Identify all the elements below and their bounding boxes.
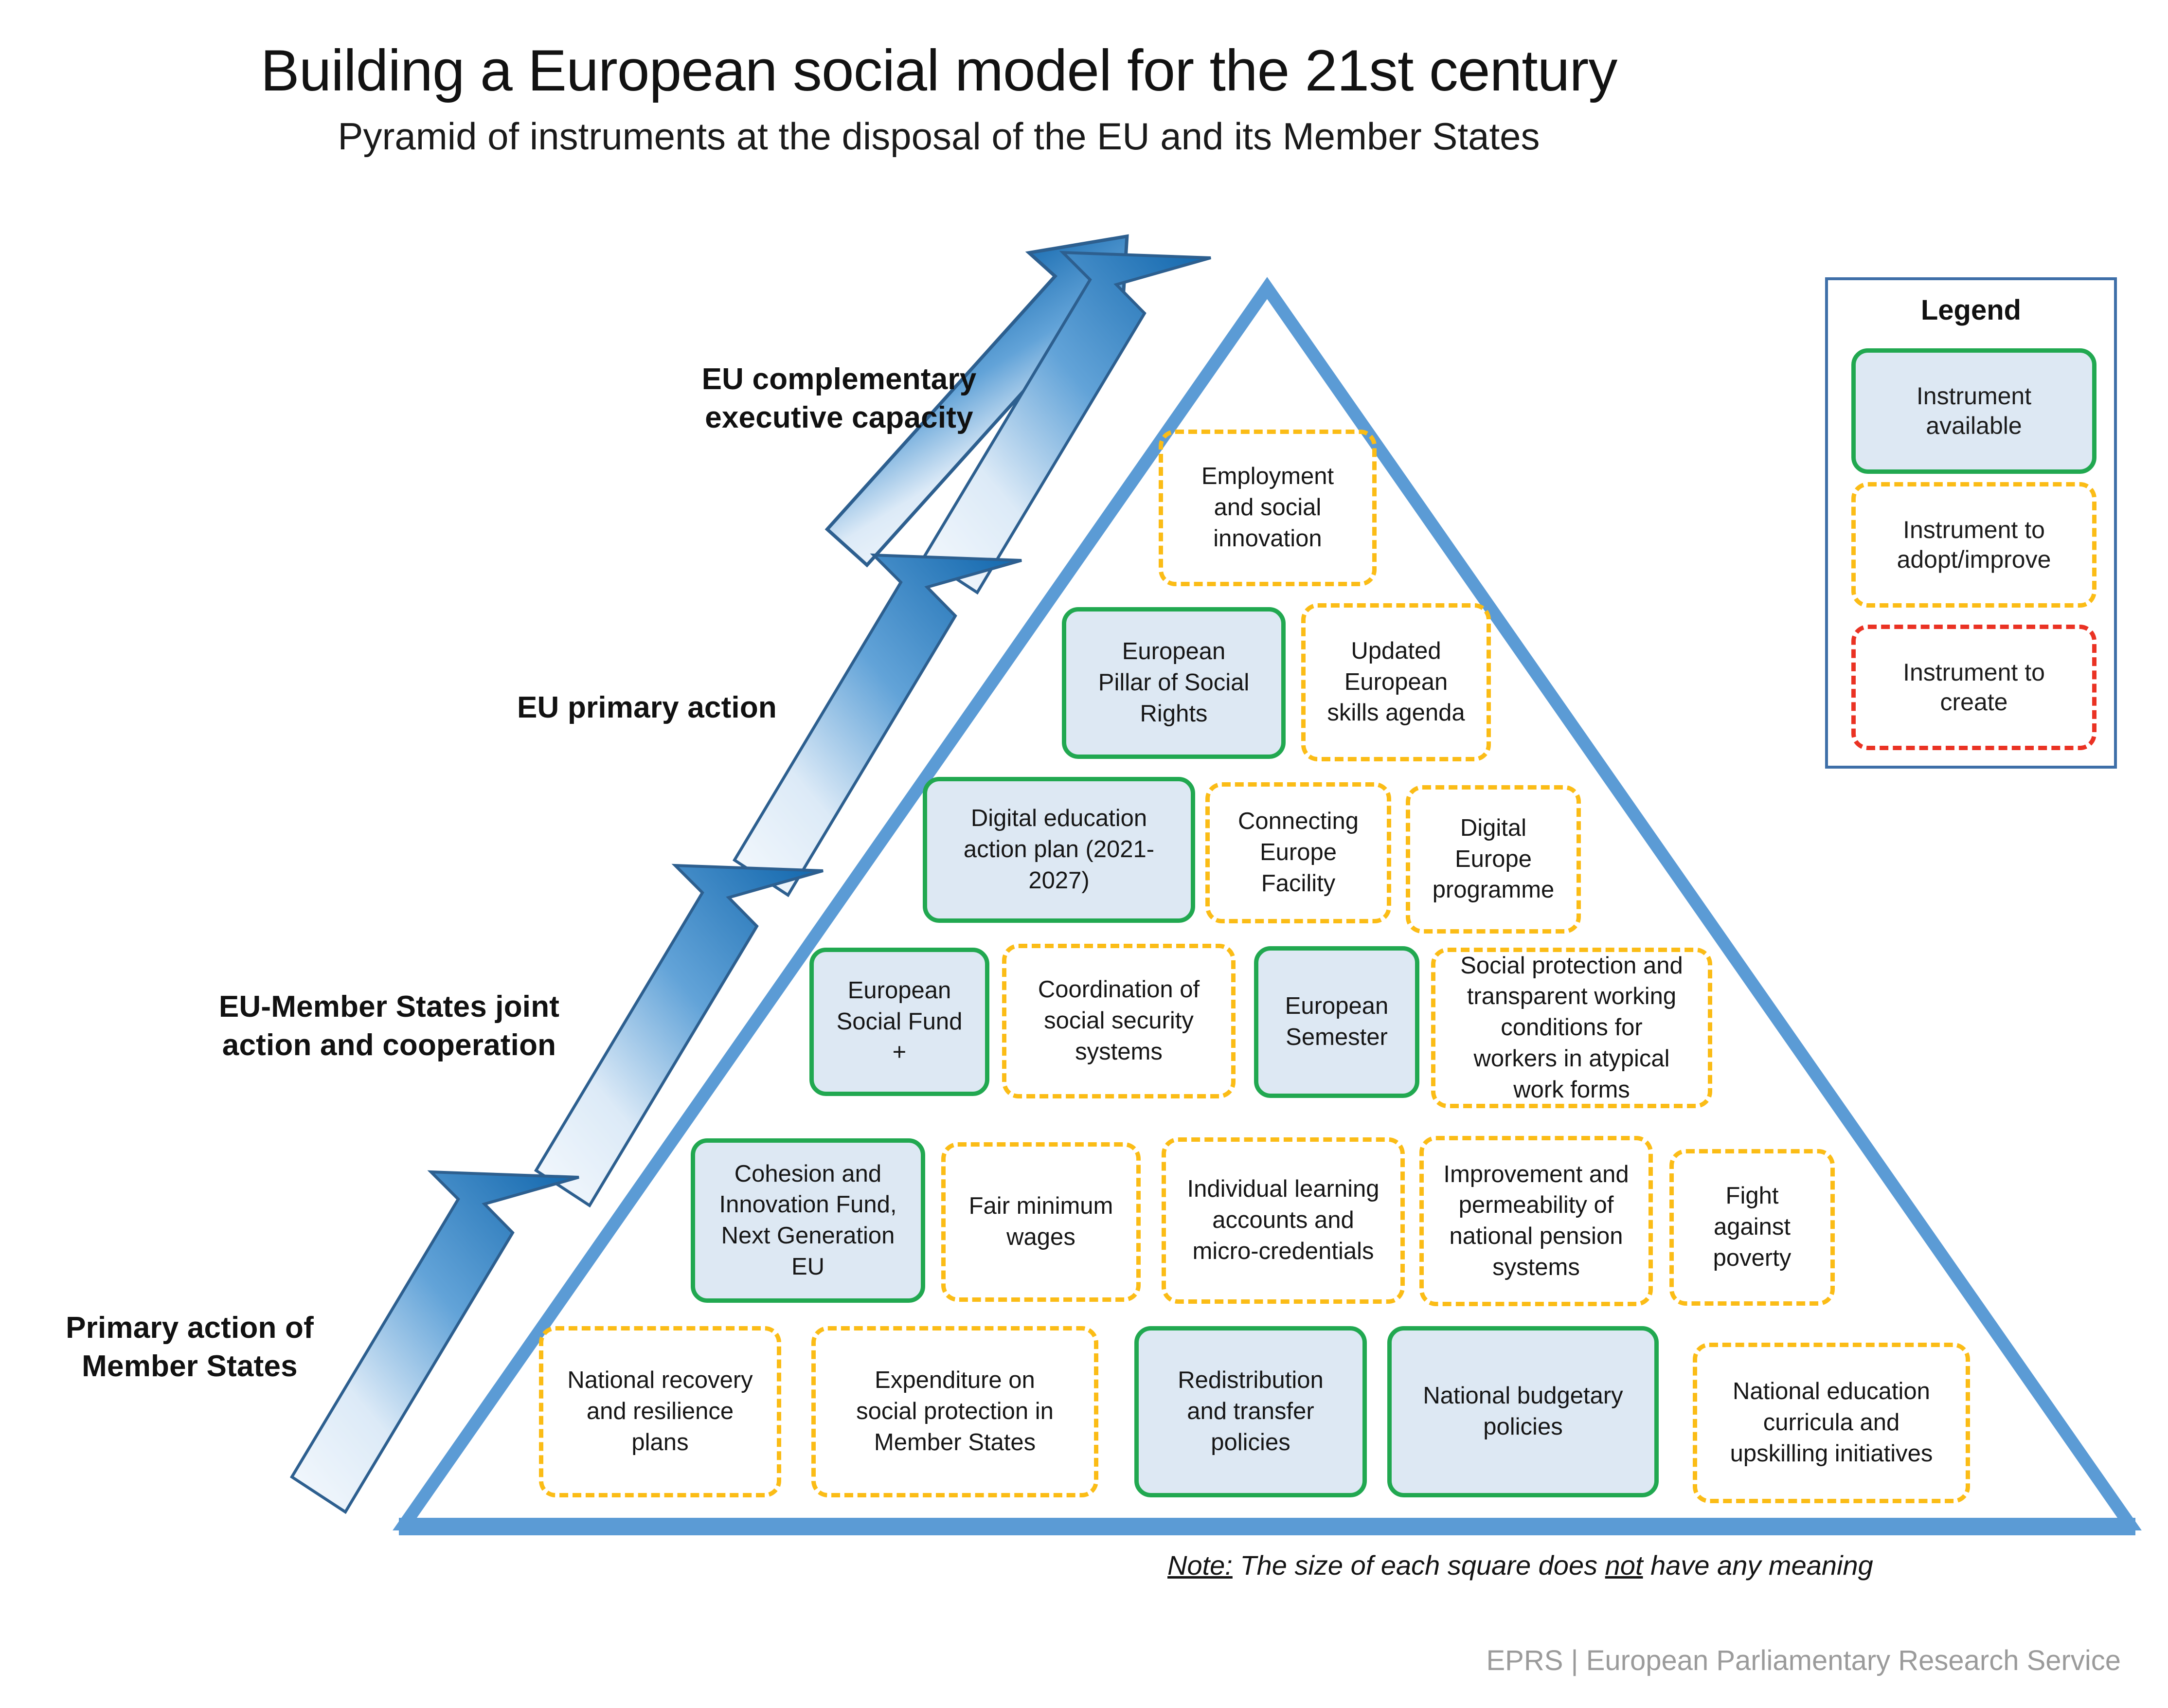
section-label-line-1: EU primary action [517, 691, 777, 724]
section-label-line-1: EU complementary [701, 362, 977, 396]
section-label-line-2: executive capacity [705, 401, 973, 435]
arrow-primary-action-member-states [289, 1170, 579, 1514]
section-label-line-1: Primary action of [66, 1311, 314, 1345]
section-label-primary-action-member-states: Primary action of Member States [19, 1309, 360, 1386]
note: Note: The size of each square does not h… [1167, 1549, 2092, 1581]
section-label-line-2: action and cooperation [222, 1028, 556, 1062]
arrow-joint-action [534, 863, 824, 1208]
legend-title: Legend [1920, 294, 2022, 326]
page-subtitle: Pyramid of instruments at the disposal o… [338, 115, 1540, 158]
section-label-line-2: Member States [82, 1349, 298, 1384]
note-emphasis: not [1605, 1550, 1643, 1581]
note-text-part-1: The size of each square does [1232, 1550, 1605, 1581]
page-title: Building a European social model for the… [260, 38, 1618, 103]
section-label-eu-complementary-executive-capacity: EU complementary executive capacity [654, 360, 1024, 437]
note-prefix: Note: [1167, 1550, 1233, 1581]
note-text-part-2: have any meaning [1643, 1550, 1873, 1581]
arrow-eu-complementary-executive-capacity [824, 234, 1129, 568]
section-label-eu-primary-action: EU primary action [477, 688, 817, 727]
pyramid-outline [393, 277, 2142, 1535]
section-label-eu-member-states-joint-action: EU-Member States joint action and cooper… [161, 988, 618, 1065]
section-label-line-1: EU-Member States joint [218, 990, 560, 1024]
footer-attribution: EPRS | European Parliamentary Research S… [1486, 1645, 2121, 1676]
